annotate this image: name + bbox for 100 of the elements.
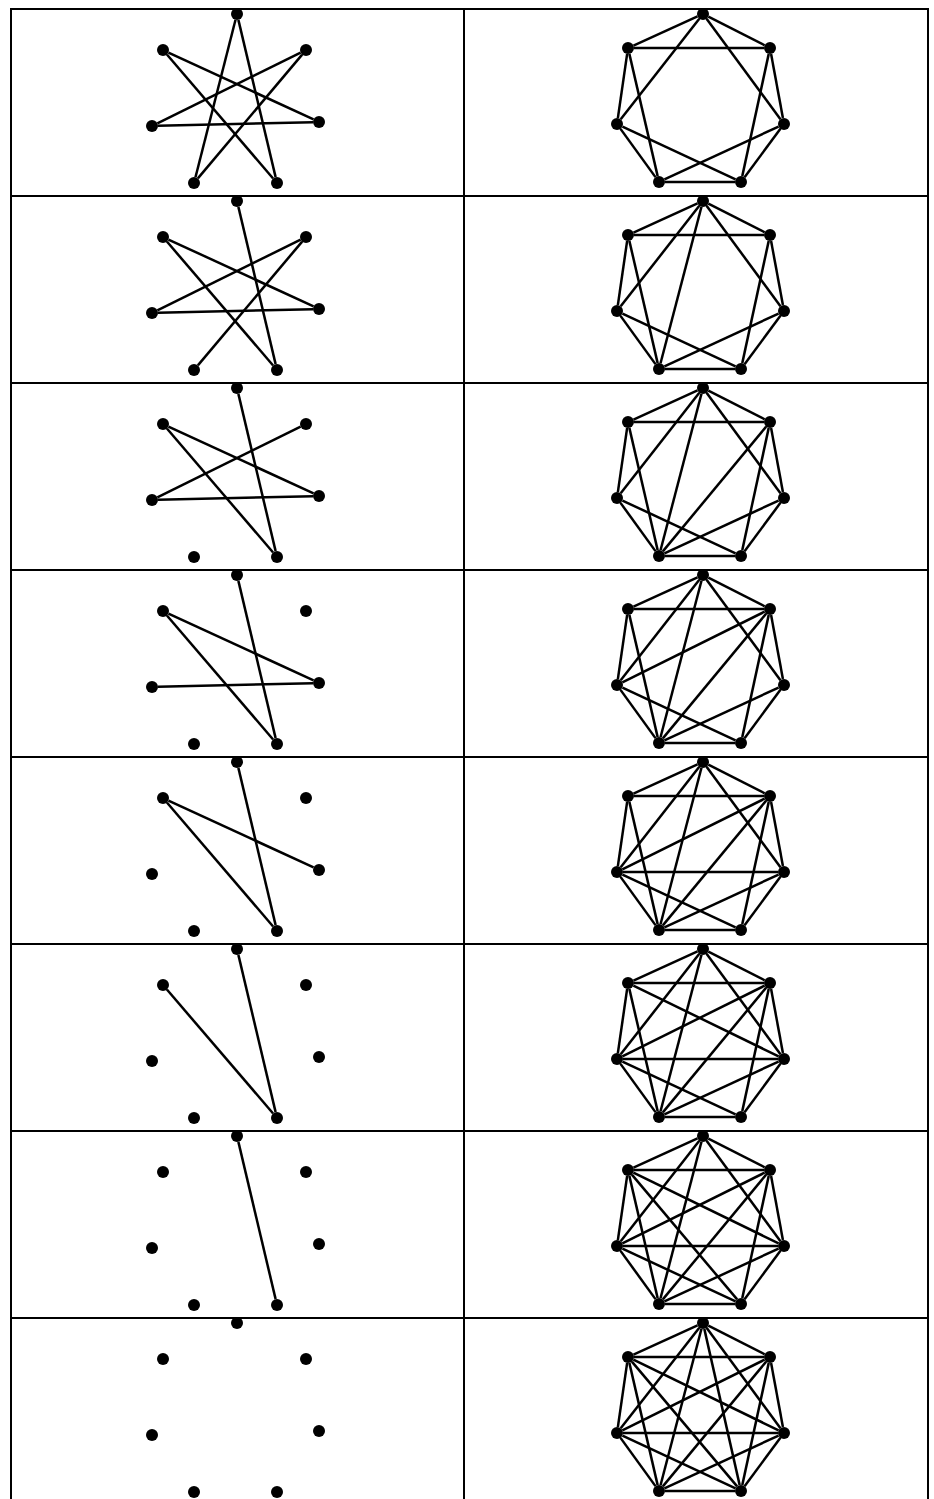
graph-edge — [621, 1434, 737, 1490]
graph-edge — [634, 1168, 764, 1172]
graph-edge — [165, 988, 275, 1115]
graph-edge — [616, 614, 629, 680]
graph-edge — [632, 202, 699, 234]
vertex-dot — [653, 363, 665, 375]
graph-edge — [619, 578, 701, 682]
vertex-dot — [735, 550, 747, 562]
vertex-dot — [188, 925, 200, 937]
graph-edge — [743, 1250, 782, 1300]
graph-edge — [707, 202, 766, 234]
vertex-dot — [697, 195, 709, 207]
graph-edge — [621, 312, 737, 368]
graph-edge — [616, 240, 629, 306]
graph-edge — [634, 1355, 764, 1359]
graph-edge — [707, 950, 766, 982]
vertex-dot — [313, 1238, 325, 1250]
graph-edge — [661, 799, 768, 927]
graph-edge — [663, 1060, 780, 1116]
graph-edge — [661, 1360, 768, 1488]
graph-edge — [703, 1328, 741, 1486]
vertex-dot — [271, 1299, 283, 1311]
graph-edge — [707, 1137, 766, 1169]
vertex-dot — [313, 1051, 325, 1063]
graph-edge — [769, 240, 785, 306]
graph-edge — [621, 610, 766, 684]
graph-edge — [663, 499, 780, 555]
graph-edge — [619, 128, 657, 178]
vertex-dot — [622, 416, 634, 428]
graph-edge — [769, 427, 785, 493]
vertex-dot — [313, 677, 325, 689]
vertex-dot — [157, 979, 169, 991]
vertex-dot — [146, 1055, 158, 1067]
graph-edge — [659, 1141, 703, 1299]
vertex-dot — [157, 792, 169, 804]
graph-edge — [707, 1324, 766, 1356]
vertex-dot — [188, 1486, 200, 1498]
vertex-dot — [231, 943, 243, 955]
graph-edge — [743, 689, 782, 739]
vertex-dot — [697, 382, 709, 394]
vertex-dot — [778, 118, 790, 130]
vertex-dot — [622, 977, 634, 989]
graph-edge — [769, 53, 785, 119]
graph-edge — [743, 876, 782, 926]
graph-edge — [621, 984, 766, 1058]
vertex-dot — [735, 176, 747, 188]
graph-edge — [705, 579, 782, 681]
graph-edge — [167, 238, 315, 308]
vertex-dot — [271, 364, 283, 376]
vertex-dot — [653, 1111, 665, 1123]
vertex-dot — [764, 977, 776, 989]
graph-edge — [157, 307, 314, 315]
graph-edge — [628, 614, 659, 738]
graph-edge — [196, 53, 304, 180]
graph-edge — [619, 1326, 701, 1430]
graph-edge — [628, 240, 659, 364]
graph-edge — [165, 53, 275, 180]
graph-edge — [616, 53, 629, 119]
vertex-dot — [697, 756, 709, 768]
graph-edge — [663, 1434, 780, 1490]
graph-edge — [741, 1362, 770, 1486]
graph-edge — [237, 393, 277, 552]
vertex-dot — [764, 790, 776, 802]
graph-edge — [632, 950, 699, 982]
graph-edge — [237, 1141, 277, 1300]
vertex-dot — [313, 1425, 325, 1437]
vertex-dot — [231, 8, 243, 20]
graph-edge — [621, 1171, 766, 1245]
graph-edge — [632, 763, 699, 795]
vertex-dot — [764, 229, 776, 241]
graph-edge — [705, 766, 782, 868]
vertex-dot — [622, 42, 634, 54]
graph-edge — [769, 1175, 785, 1241]
graph-edge — [194, 19, 237, 178]
vertex-dot — [146, 1242, 158, 1254]
graph-edge — [705, 205, 782, 307]
graph-edge — [630, 1173, 739, 1301]
vertex-dot — [653, 737, 665, 749]
graph-edge — [634, 981, 764, 985]
graph-edge — [623, 1244, 778, 1248]
graph-edge — [741, 1175, 770, 1299]
graph-edge — [628, 988, 659, 1112]
graph-edge — [616, 427, 629, 493]
vertex-dot — [313, 490, 325, 502]
vertex-dot — [271, 551, 283, 563]
vertex-dot — [300, 231, 312, 243]
vertex-dot — [146, 1429, 158, 1441]
vertex-dot — [300, 1166, 312, 1178]
graph-edge — [659, 206, 703, 364]
vertex-dot — [735, 737, 747, 749]
vertex-dot — [146, 494, 158, 506]
vertex-dot — [735, 363, 747, 375]
graph-edge — [741, 988, 770, 1112]
graph-edge — [707, 763, 766, 795]
graph-edge — [630, 1360, 739, 1488]
graph-edge — [623, 870, 778, 874]
vertex-dot — [764, 1164, 776, 1176]
graph-edge — [237, 19, 277, 178]
graph-edge — [661, 1173, 768, 1301]
vertex-dot — [231, 1130, 243, 1142]
